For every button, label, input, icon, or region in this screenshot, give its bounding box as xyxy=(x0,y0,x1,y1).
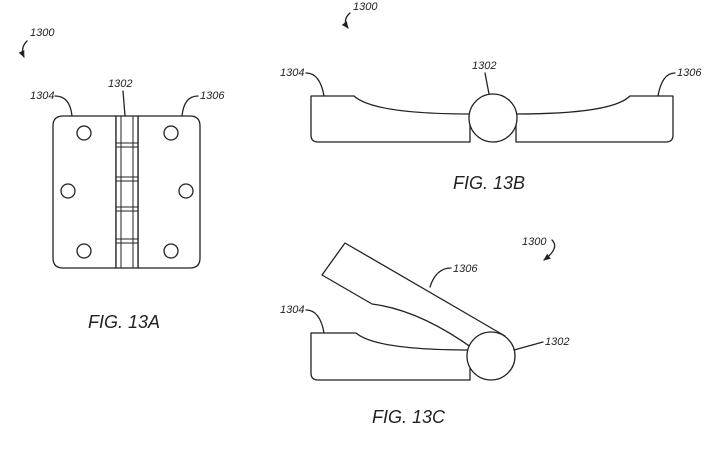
fig-b-right-leaf xyxy=(516,96,673,142)
fig-b-hinge-pin xyxy=(469,94,517,142)
fig-b-assembly-ref: 1300 xyxy=(353,1,378,13)
fig-b-pin-ref: 1302 xyxy=(472,60,496,72)
fig-c-assembly-ref: 1300 xyxy=(522,236,547,248)
fig-c-pin-leader xyxy=(514,342,543,350)
fig-b-pin-leader xyxy=(485,73,489,94)
fig-a-right-leaf-ref: 1306 xyxy=(200,90,225,102)
fig-b-left-leaf-leader xyxy=(306,73,324,96)
fig-c-caption: FIG. 13C xyxy=(372,407,446,427)
fig-a-right-leaf-leader xyxy=(182,96,198,116)
fig-a-pin-leader xyxy=(123,91,125,116)
fig-a-screw-hole xyxy=(77,126,91,140)
fig-c-hinge-pin xyxy=(467,332,515,380)
fig-b-caption: FIG. 13B xyxy=(453,173,525,193)
fig-a-caption: FIG. 13A xyxy=(88,312,160,332)
fig-a-hinge-pin xyxy=(116,116,138,268)
fig-b-assembly-arrow xyxy=(345,13,350,28)
fig-c-pin-ref: 1302 xyxy=(545,336,569,348)
fig-a-assembly-arrow xyxy=(23,41,27,57)
fig-a-left-leaf-leader xyxy=(55,96,72,116)
fig-c-left-leaf xyxy=(311,333,470,380)
fig-a-screw-hole xyxy=(179,184,193,198)
fig-a-screw-hole xyxy=(77,244,91,258)
fig-c-left-leaf-ref: 1304 xyxy=(280,304,304,316)
fig-a-pin-ref: 1302 xyxy=(108,78,132,90)
fig-a-screw-hole xyxy=(164,126,178,140)
fig-b-left-leaf xyxy=(311,96,470,142)
fig-a-assembly-ref: 1300 xyxy=(30,27,55,39)
fig-c-right-leaf-ref: 1306 xyxy=(453,263,478,275)
fig-a-screw-hole xyxy=(164,244,178,258)
fig-b-left-leaf-ref: 1304 xyxy=(280,67,304,79)
fig-a-screw-hole xyxy=(61,184,75,198)
fig-a-left-leaf-ref: 1304 xyxy=(30,90,54,102)
fig-b-right-leaf-ref: 1306 xyxy=(677,67,702,79)
figure-13b: 1300 1302 1304 1306 FIG. 13B xyxy=(280,1,702,193)
figure-13c: 1300 1306 1304 1302 FIG. 13C xyxy=(280,236,569,427)
fig-c-right-leaf-leader xyxy=(430,268,451,287)
figure-13a: 1300 1302 1304 1306 FIG. 13A xyxy=(23,27,226,332)
fig-b-right-leaf-leader xyxy=(658,73,675,96)
fig-c-left-leaf-leader xyxy=(306,310,324,333)
